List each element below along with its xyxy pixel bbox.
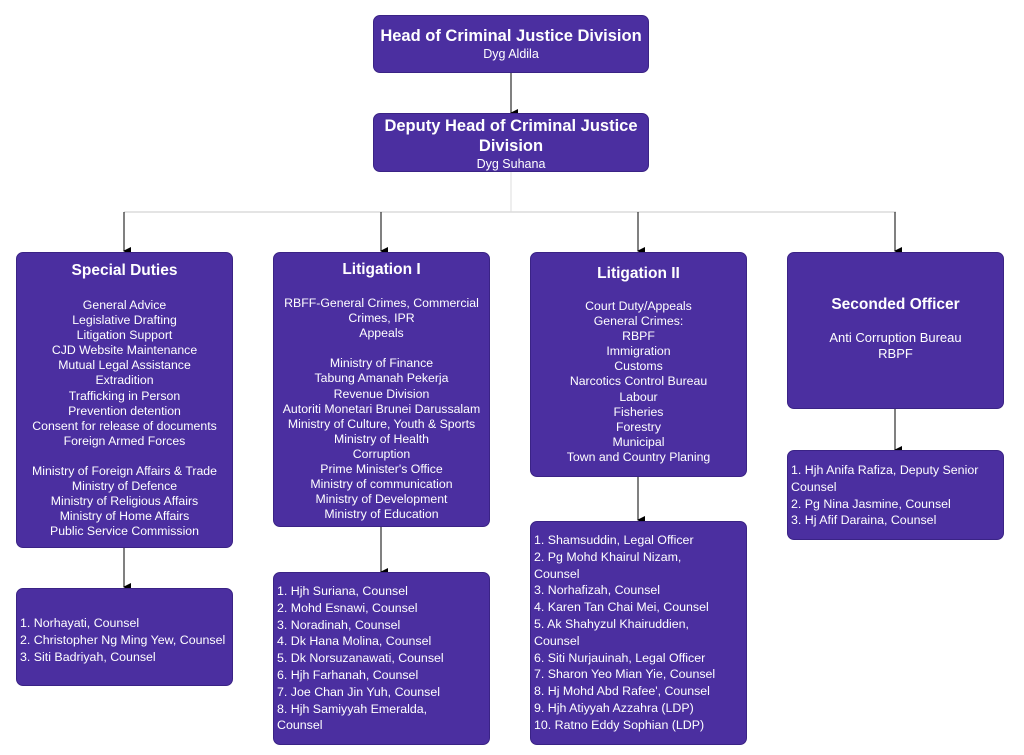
duty-list: Anti Corruption Bureau RBPF <box>788 330 1003 362</box>
duty-item: Town and Country Planing <box>566 449 711 464</box>
duty-item: Labour <box>619 389 658 404</box>
staff-item: 4. Dk Hana Molina, Counsel <box>277 634 432 649</box>
unit-title-litigation-1: Litigation I <box>342 261 421 278</box>
staff-item: Counsel <box>791 479 837 494</box>
duty-item: Prime Minister's Office <box>320 462 443 477</box>
duty-item: Ministry of Education <box>324 507 439 522</box>
duty-item: RBPF <box>878 346 913 361</box>
duty-item: Appeals <box>359 326 404 341</box>
head-title: Head of Criminal Justice Division <box>380 27 642 45</box>
head-box: Head of Criminal Justice Division Dyg Al… <box>373 15 649 73</box>
duty-list: General Advice Legislative Drafting Liti… <box>17 298 232 540</box>
unit-title-litigation-2: Litigation II <box>597 265 680 282</box>
duty-item: CJD Website Maintenance <box>51 343 198 358</box>
duty-item: Revenue Division <box>333 386 430 401</box>
duty-item: Consent for release of documents <box>32 418 217 433</box>
duty-spacer <box>17 449 232 464</box>
staff-item: 3. Hj Afif Daraina, Counsel <box>791 513 937 528</box>
staff-item: 1. Norhayati, Counsel <box>20 616 140 630</box>
duty-list: RBFF-General Crimes, Commercial Crimes, … <box>274 296 489 522</box>
staff-item: 10. Ratno Eddy Sophian (LDP) <box>534 717 705 732</box>
duty-item: Ministry of Health <box>334 431 429 446</box>
staff-item: Counsel <box>277 718 323 733</box>
staff-box-seconded-officer: 1. Hjh Anifa Rafiza, Deputy Senior Couns… <box>787 450 1004 540</box>
duty-item: General Advice <box>82 298 167 312</box>
duty-item: Customs <box>614 359 663 374</box>
staff-item: 7. Sharon Yeo Mian Yie, Counsel <box>534 667 716 682</box>
staff-item: 4. Karen Tan Chai Mei, Counsel <box>534 600 709 615</box>
staff-item: 2. Mohd Esnawi, Counsel <box>277 600 418 615</box>
deputy-title-line2: Division <box>478 137 544 155</box>
duty-item: Narcotics Control Bureau <box>569 374 708 389</box>
duty-item: General Crimes: <box>593 314 684 329</box>
staff-item: Counsel <box>534 633 580 648</box>
unit-title-seconded-officer: Seconded Officer <box>831 296 960 313</box>
duty-item: Ministry of Defence <box>71 479 178 494</box>
staff-item: 6. Hjh Farhanah, Counsel <box>277 667 419 682</box>
duty-list: Court Duty/Appeals General Crimes: RBPF … <box>531 299 746 465</box>
staff-item: 3. Noradinah, Counsel <box>277 617 401 632</box>
duty-item: Ministry of communication <box>310 477 453 492</box>
duty-item: Ministry of Culture, Youth & Sports <box>287 416 476 431</box>
duty-item: Legislative Drafting <box>72 313 177 328</box>
staff-item: 7. Joe Chan Jin Yuh, Counsel <box>277 684 441 699</box>
duty-item: Extradition <box>95 373 154 388</box>
duty-item: Immigration <box>606 344 671 359</box>
duty-item: Anti Corruption Bureau <box>829 330 962 345</box>
unit-box-special-duties: Special Duties General Advice Legislativ… <box>16 252 233 548</box>
duty-item: RBPF <box>622 329 655 344</box>
duty-item: Litigation Support <box>76 328 173 343</box>
duty-item: Court Duty/Appeals <box>585 299 692 313</box>
deputy-name: Dyg Suhana <box>476 157 546 171</box>
staff-item: 8. Hj Mohd Abd Rafee', Counsel <box>534 684 710 699</box>
deputy-box: Deputy Head of Criminal Justice Division… <box>373 113 649 172</box>
deputy-title-line1: Deputy Head of Criminal Justice <box>384 117 638 135</box>
head-name: Dyg Aldila <box>483 47 539 61</box>
staff-item: 1. Hjh Suriana, Counsel <box>277 584 408 598</box>
duty-spacer <box>274 341 489 356</box>
duty-item: Municipal <box>612 434 665 449</box>
duty-item: Ministry of Development <box>315 492 448 507</box>
duty-item: RBFF-General Crimes, Commercial <box>284 296 479 310</box>
duty-item: Tabung Amanah Pekerja <box>314 371 449 386</box>
duty-item: Fisheries <box>613 404 664 419</box>
staff-item: 8. Hjh Samiyyah Emeralda, <box>277 701 428 716</box>
staff-item: 6. Siti Nurjauinah, Legal Officer <box>534 650 706 665</box>
duty-item: Crimes, IPR <box>348 311 415 326</box>
duty-item: Ministry of Finance <box>329 356 434 371</box>
staff-item: 1. Shamsuddin, Legal Officer <box>534 533 694 547</box>
unit-box-litigation-2: Litigation II Court Duty/Appeals General… <box>530 252 747 477</box>
duty-item: Trafficking in Person <box>68 388 181 403</box>
duty-item: Ministry of Foreign Affairs & Trade <box>32 464 217 479</box>
staff-item: 5. Ak Shahyzul Khairuddien, <box>534 616 689 631</box>
staff-box-special-duties: 1. Norhayati, Counsel 2. Christopher Ng … <box>16 588 233 686</box>
staff-item: 2. Pg Mohd Khairul Nizam, <box>534 549 682 564</box>
staff-item: 3. Norhafizah, Counsel <box>534 583 661 598</box>
staff-item: 2. Christopher Ng Ming Yew, Counsel <box>20 632 226 647</box>
duty-item: Mutual Legal Assistance <box>58 358 191 373</box>
duty-item: Autoriti Monetari Brunei Darussalam <box>282 401 481 416</box>
duty-item: Forestry <box>615 419 662 434</box>
duty-item: Ministry of Religious Affairs <box>50 494 199 509</box>
duty-item: Ministry of Home Affairs <box>59 509 190 524</box>
duty-item: Public Service Commission <box>50 524 199 539</box>
staff-item: 9. Hjh Atiyyah Azzahra (LDP) <box>534 700 694 715</box>
staff-box-litigation-2: 1. Shamsuddin, Legal Officer 2. Pg Mohd … <box>530 521 747 745</box>
staff-box-litigation-1: 1. Hjh Suriana, Counsel 2. Mohd Esnawi, … <box>273 572 490 745</box>
unit-box-seconded-officer: Seconded Officer Anti Corruption Bureau … <box>787 252 1004 409</box>
duty-item: Foreign Armed Forces <box>63 433 186 448</box>
unit-box-litigation-1: Litigation I RBFF-General Crimes, Commer… <box>273 252 490 527</box>
staff-item: 1. Hjh Anifa Rafiza, Deputy Senior <box>791 463 979 477</box>
staff-item: Counsel <box>534 566 580 581</box>
staff-item: 3. Siti Badriyah, Counsel <box>20 649 156 664</box>
staff-item: 2. Pg Nina Jasmine, Counsel <box>791 496 951 511</box>
staff-item: 5. Dk Norsuzanawati, Counsel <box>277 651 444 666</box>
duty-item: Corruption <box>352 446 411 461</box>
unit-title-special-duties: Special Duties <box>71 262 178 279</box>
duty-item: Prevention detention <box>68 403 181 418</box>
